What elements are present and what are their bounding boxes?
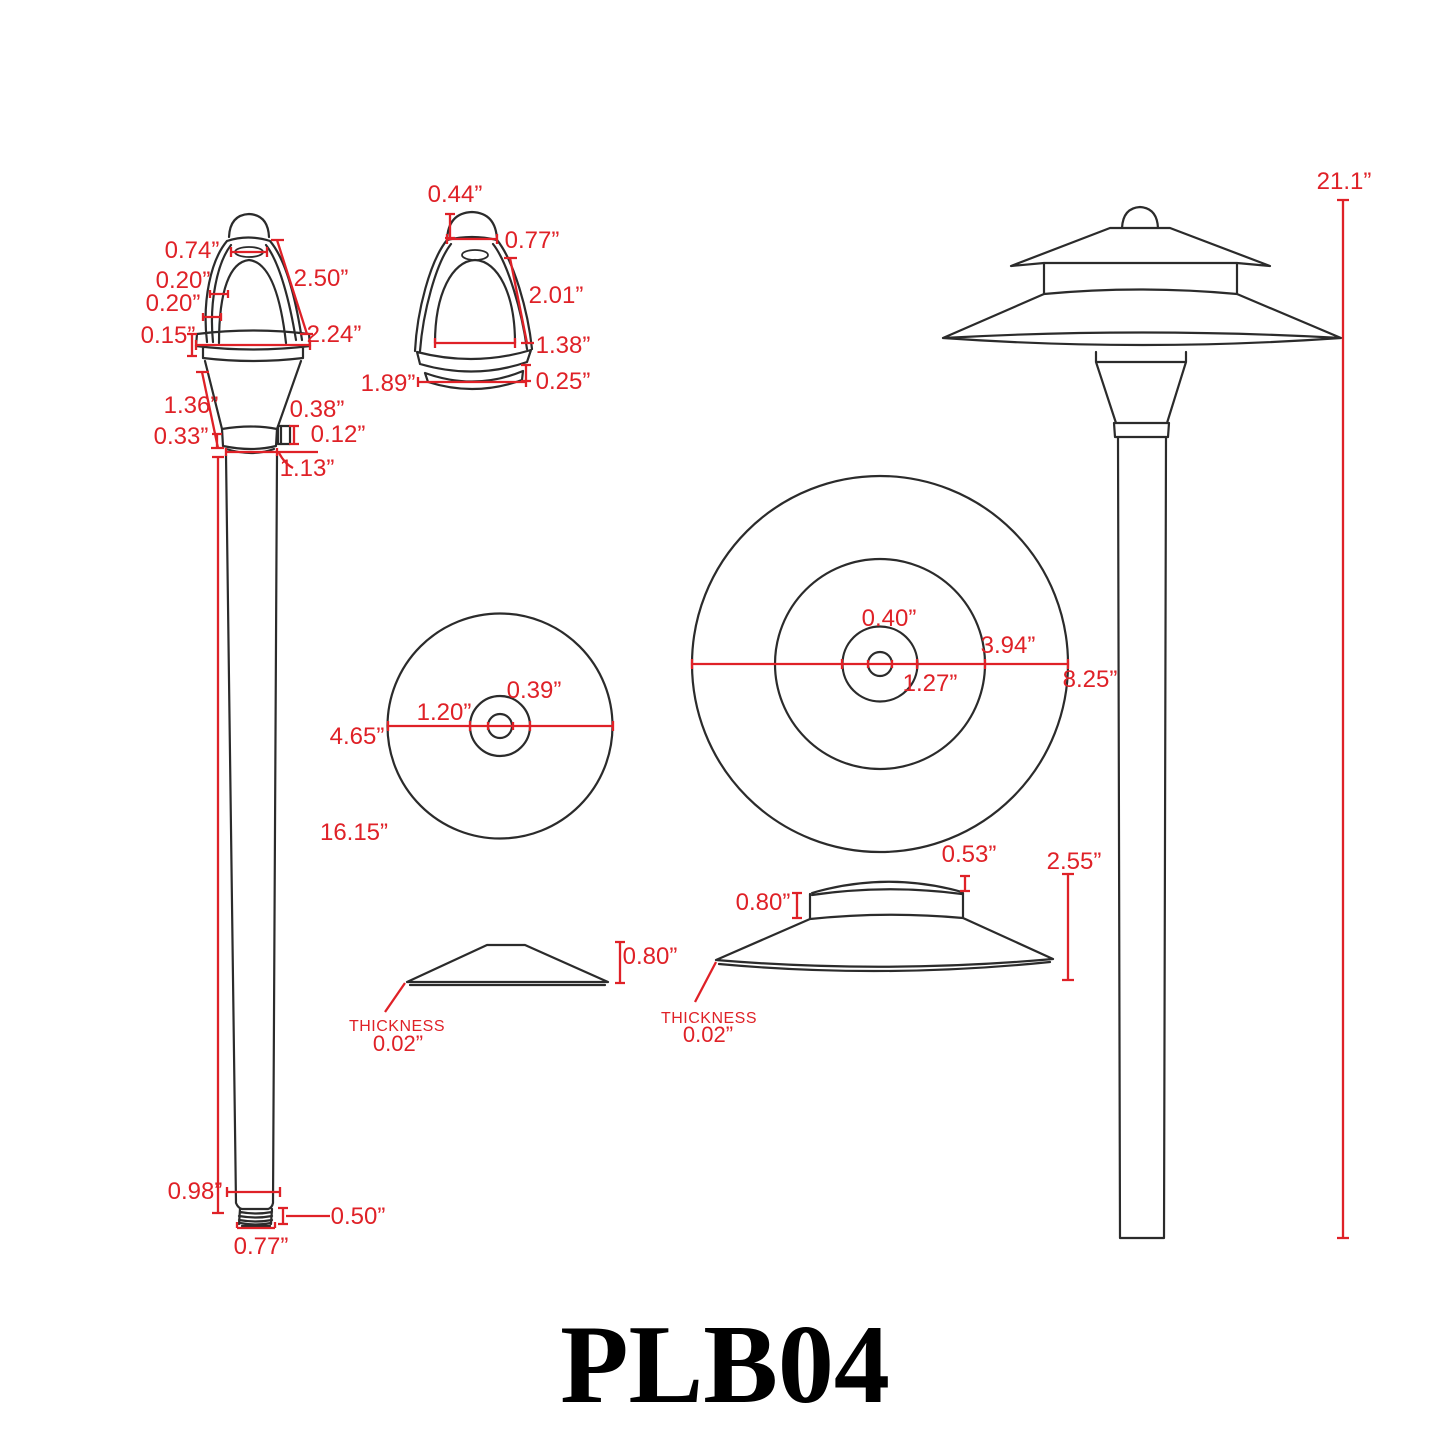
head-front-view: 0.44” 0.77” 2.01” 1.38” 0.25” 1.89”: [361, 181, 591, 397]
dim-large-shade-overall-height: 2.55”: [1047, 848, 1102, 875]
assembled-fixture-view: 21.1”: [941, 168, 1372, 1240]
dim-large-disc-mid-diameter: 3.94”: [981, 632, 1036, 659]
small-shade-section-outline: [405, 943, 610, 987]
dim-head-front-glass-height: 2.01”: [529, 282, 584, 309]
dim-head-side-top-opening-width: 0.74”: [165, 237, 220, 264]
label-large-shade-thickness: THICKNESS: [661, 1010, 757, 1027]
dim-small-disc-hole-diameter: 0.39”: [507, 677, 562, 704]
large-disc-dimension-lines: [690, 659, 1070, 669]
dim-small-disc-outer-diameter: 4.65”: [330, 723, 385, 750]
dim-head-side-drip-ring-width: 2.24”: [307, 321, 362, 348]
small-disc-view: 4.65” 1.20” 0.39”: [330, 612, 615, 840]
dim-head-side-collar-height: 0.33”: [154, 423, 209, 450]
dim-head-front-rim-height: 0.25”: [536, 368, 591, 395]
large-disc-view: 0.40” 3.94” 1.27” 8.25”: [690, 474, 1118, 854]
dim-large-shade-band-height: 0.80”: [736, 889, 791, 916]
dim-head-side-neck-width: 1.13”: [280, 455, 335, 482]
small-disc-dimension-lines: [386, 721, 615, 731]
head-side-set-screw: [276, 424, 292, 446]
head-front-top-opening: [461, 249, 489, 261]
product-code-title: PLB04: [560, 1303, 890, 1427]
small-shade-section-view: 0.80” THICKNESS 0.02”: [349, 940, 678, 1056]
dim-head-side-lower-wall-thickness: 0.20”: [146, 290, 201, 317]
dim-large-disc-outer-diameter: 8.25”: [1063, 666, 1118, 693]
dim-head-front-opening-width: 1.38”: [536, 332, 591, 359]
large-shade-section-dimension-lines: [693, 872, 1074, 1003]
assembled-dimension-lines: [1337, 198, 1349, 1240]
dim-large-shade-crown-height: 0.53”: [942, 841, 997, 868]
dim-stem-length: 16.15”: [320, 819, 388, 846]
head-front-dimension-lines: [416, 212, 534, 387]
dim-large-disc-hub-diameter: 1.27”: [903, 670, 958, 697]
small-shade-section-dimension-lines: [384, 940, 625, 1013]
dim-head-side-glass-height: 2.50”: [294, 265, 349, 292]
assembled-fixture-outline: [941, 205, 1343, 1240]
dim-head-side-drip-ring-height: 0.15”: [141, 322, 196, 349]
dim-small-shade-thickness-value: 0.02”: [373, 1031, 423, 1056]
stem-dimensions: 16.15” 0.98” 0.50” 0.77”: [168, 455, 388, 1260]
large-shade-section-outline: [714, 880, 1055, 973]
label-small-shade-thickness: THICKNESS: [349, 1018, 445, 1035]
dim-stem-diameter: 0.98”: [168, 1178, 223, 1205]
dim-stem-thread-diameter: 0.77”: [234, 1233, 289, 1260]
dim-head-front-finial-width: 0.77”: [505, 227, 560, 254]
dim-head-front-finial-height: 0.44”: [428, 181, 483, 208]
dim-head-side-socket-cone-height: 1.36”: [164, 392, 219, 419]
large-shade-section-view: 0.53” 2.55” 0.80” THICKNESS 0.02”: [661, 841, 1101, 1047]
head-side-view: 0.74” 2.50” 0.20” 0.20” 0.15” 2.24” 1.36…: [141, 212, 366, 1228]
dim-small-shade-height: 0.80”: [623, 943, 678, 970]
dim-head-side-set-screw-height: 0.38”: [290, 396, 345, 423]
dim-large-disc-hole-diameter: 0.40”: [862, 605, 917, 632]
dim-head-side-set-screw-width: 0.12”: [311, 421, 366, 448]
dim-large-shade-thickness-value: 0.02”: [683, 1022, 733, 1047]
dim-assembled-overall-height: 21.1”: [1317, 168, 1372, 195]
head-side-dimension-lines: [187, 238, 318, 470]
dim-small-disc-hub-diameter: 1.20”: [417, 699, 472, 726]
stem-dimension-lines: [212, 455, 330, 1230]
dim-stem-thread-length: 0.50”: [331, 1203, 386, 1230]
head-side-outline: [194, 212, 312, 1228]
dim-head-side-upper-wall-thickness: 0.20”: [156, 267, 211, 294]
dim-head-front-base-width: 1.89”: [361, 370, 416, 397]
